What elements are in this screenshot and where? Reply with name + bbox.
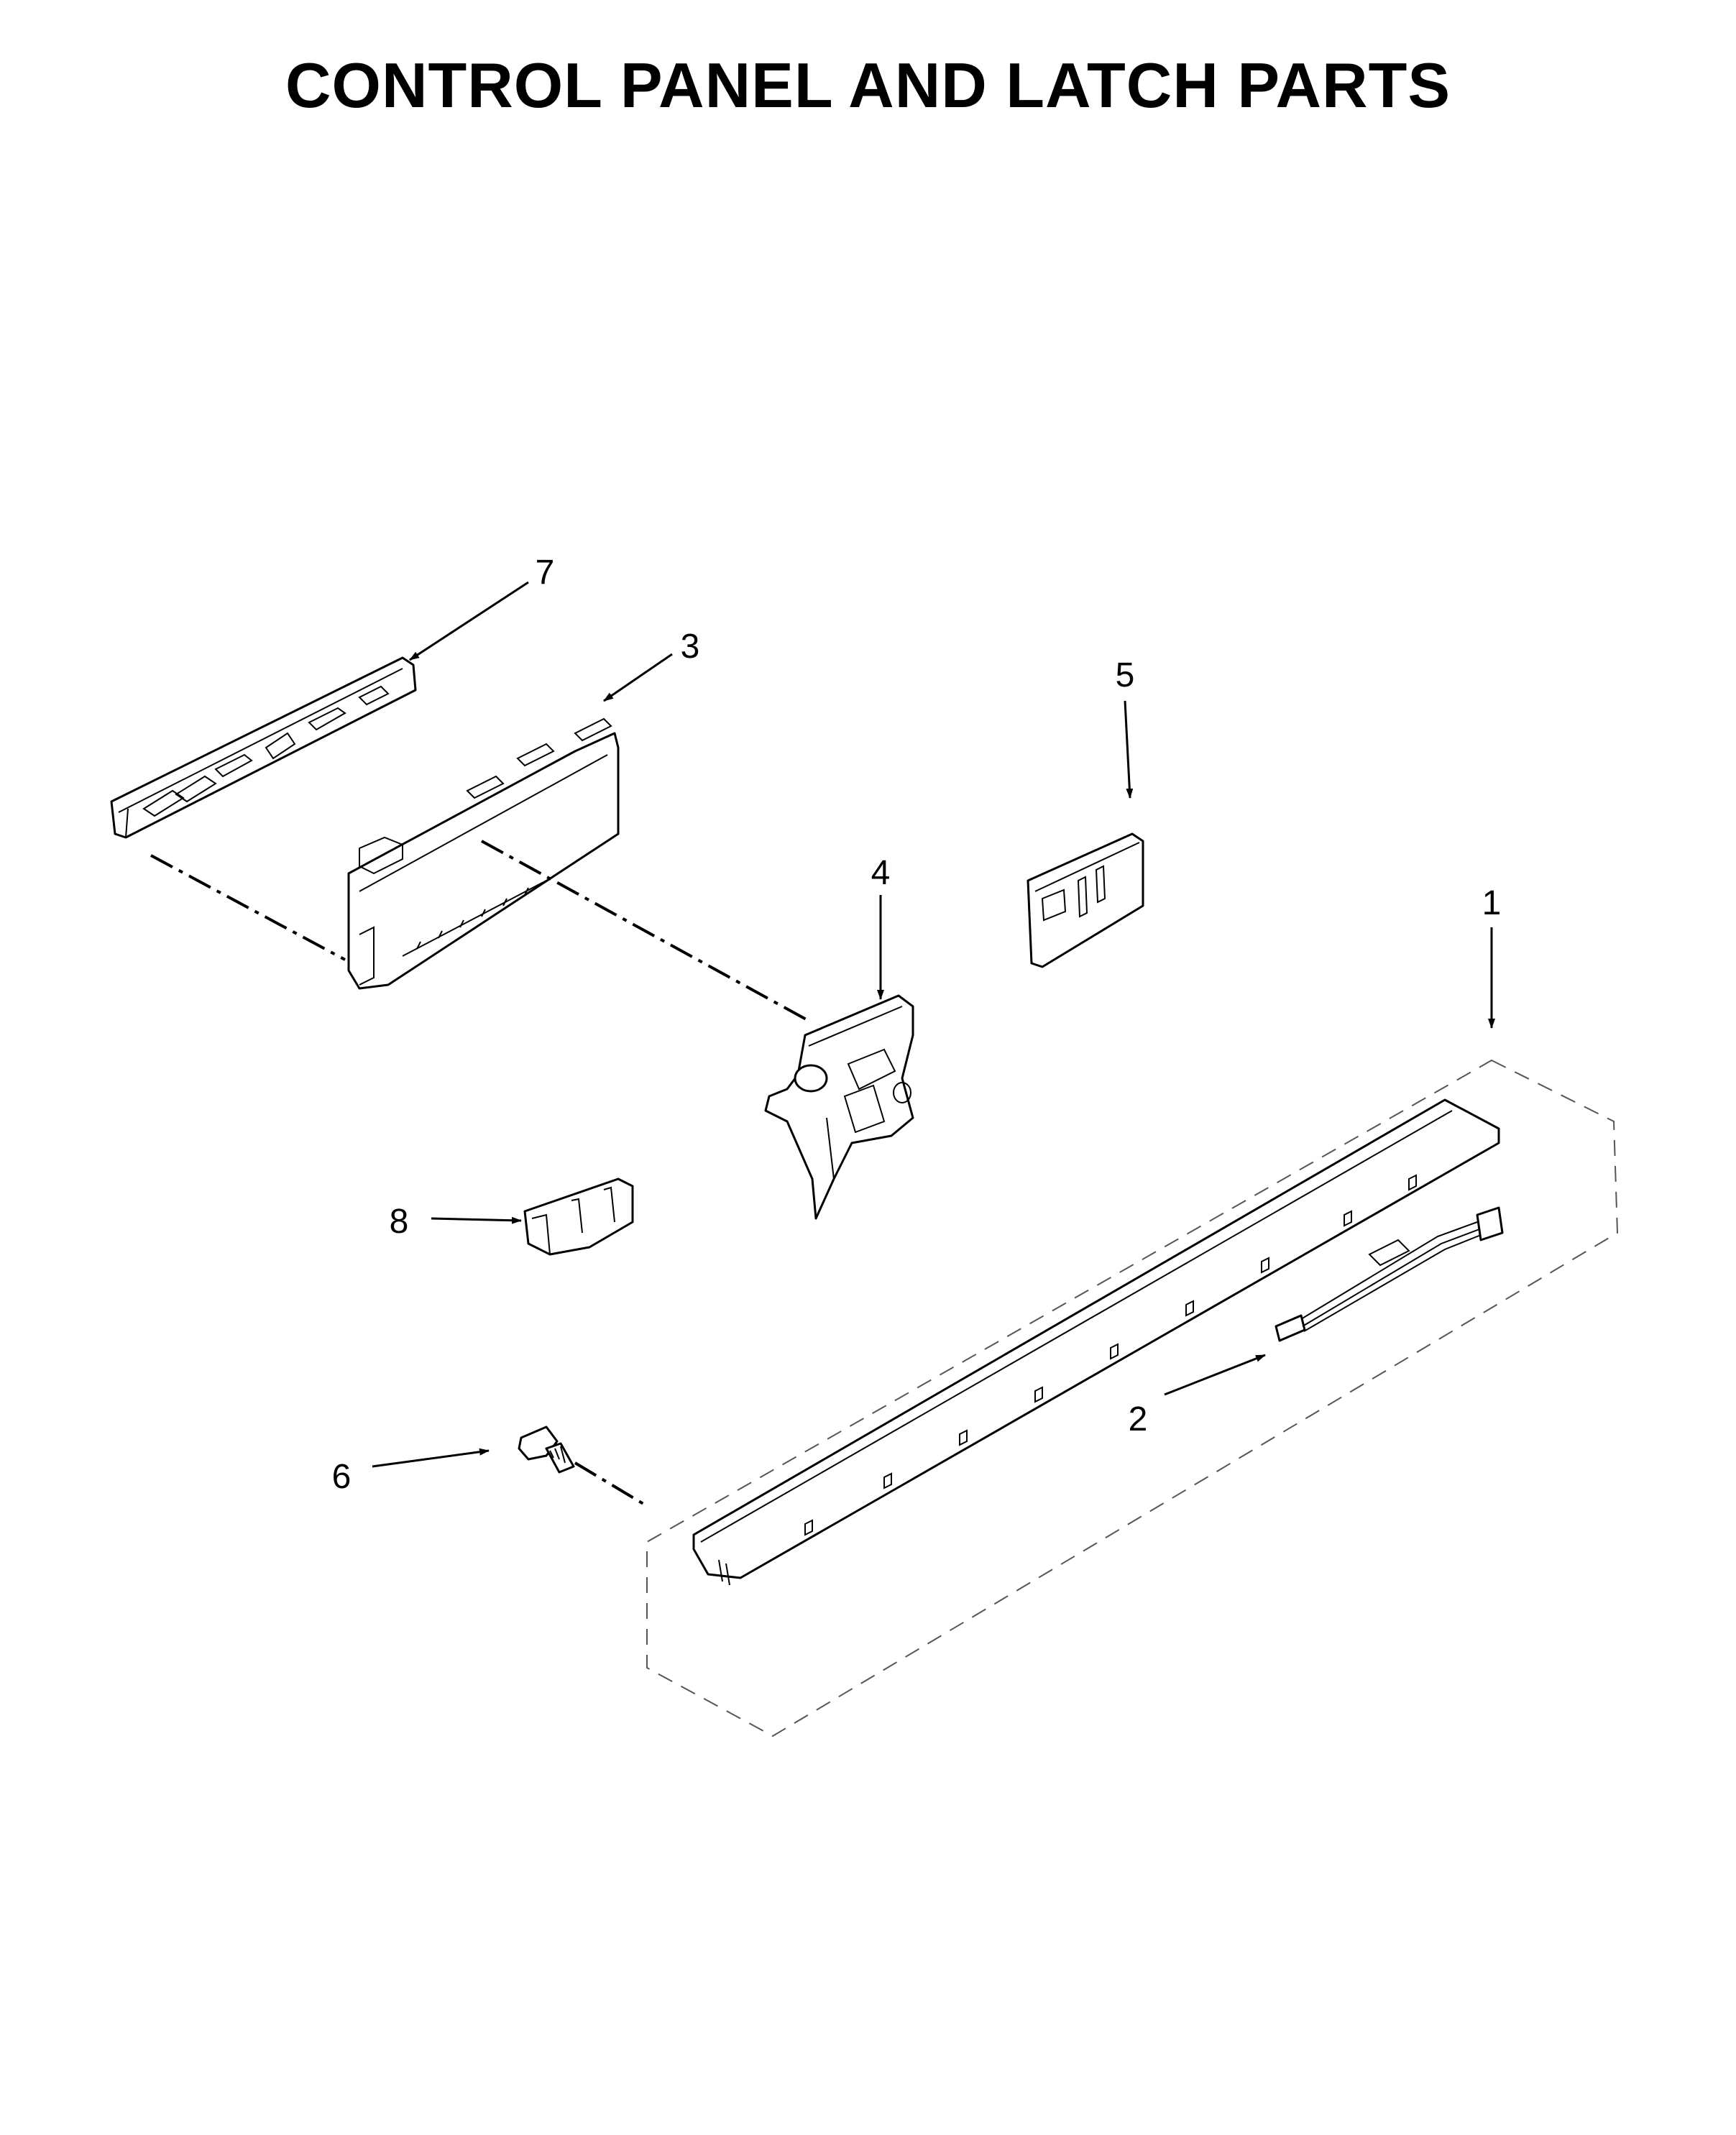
leader-6 xyxy=(372,1448,490,1468)
callout-8: 8 xyxy=(390,1203,409,1241)
part-3-control-board[interactable] xyxy=(347,717,620,990)
leader-8 xyxy=(431,1216,522,1224)
assembly-line-6 xyxy=(574,1461,648,1507)
callout-3: 3 xyxy=(681,628,700,666)
part-6-screw[interactable] xyxy=(518,1425,575,1474)
part-8-clip[interactable] xyxy=(523,1177,634,1256)
part-4-latch[interactable] xyxy=(764,994,914,1220)
part-2-wire-harness[interactable] xyxy=(1275,1206,1504,1342)
callout-5: 5 xyxy=(1116,656,1135,694)
callout-6: 6 xyxy=(332,1458,352,1496)
part-7-bracket[interactable] xyxy=(110,656,417,839)
leader-7 xyxy=(409,581,529,661)
leader-3 xyxy=(603,653,673,702)
callout-2: 2 xyxy=(1129,1400,1148,1438)
leader-2 xyxy=(1164,1354,1266,1396)
diagram-title: CONTROL PANEL AND LATCH PARTS xyxy=(285,50,1451,121)
assembly-line-7 xyxy=(150,854,346,961)
part-1-control-panel[interactable] xyxy=(646,1059,1619,1737)
part-5-cover[interactable] xyxy=(1027,832,1144,968)
callout-7: 7 xyxy=(536,554,555,592)
callout-1: 1 xyxy=(1482,884,1502,922)
leader-5 xyxy=(1124,700,1134,799)
assembly-line-3 xyxy=(481,840,809,1022)
callout-4: 4 xyxy=(871,854,891,892)
